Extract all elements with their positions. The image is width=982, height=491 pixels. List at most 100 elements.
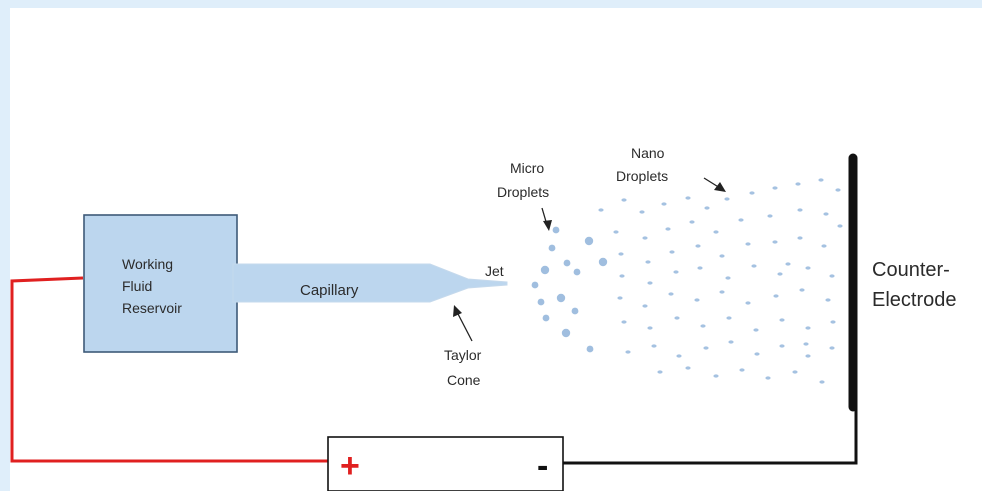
micro-droplet xyxy=(542,314,550,322)
nano-droplet xyxy=(661,202,667,206)
nano-droplet xyxy=(700,324,706,328)
reservoir-label-line1: Working xyxy=(122,256,173,272)
nano-droplet xyxy=(754,352,760,356)
taylor-cone-line1: Taylor xyxy=(444,347,482,363)
nano-droplet xyxy=(779,318,785,322)
nano-droplet xyxy=(795,182,801,186)
nano-droplet xyxy=(685,196,691,200)
nano-droplets-arrowhead xyxy=(714,182,726,192)
nano-droplet xyxy=(738,218,744,222)
nano-droplet xyxy=(647,326,653,330)
nano-droplet xyxy=(821,244,827,248)
nano-droplet xyxy=(669,250,675,254)
nano-droplet xyxy=(668,292,674,296)
micro-droplet xyxy=(531,281,539,289)
nano-droplet xyxy=(642,236,648,240)
nano-droplet xyxy=(694,298,700,302)
nano-droplets-label: Nano Droplets xyxy=(616,145,668,184)
nano-droplet xyxy=(818,178,824,182)
nano-droplet xyxy=(767,214,773,218)
nano-droplet xyxy=(749,191,755,195)
micro-droplet xyxy=(561,328,571,338)
nano-droplet xyxy=(713,230,719,234)
micro-droplet xyxy=(584,236,594,246)
jet-label: Jet xyxy=(485,263,504,279)
nano-droplet xyxy=(785,262,791,266)
counter-electrode-line1: Counter- xyxy=(872,259,950,281)
nano-droplet xyxy=(799,288,805,292)
nano-droplet xyxy=(665,227,671,231)
micro-droplet xyxy=(598,257,608,267)
nano-droplet xyxy=(728,340,734,344)
nano-droplet xyxy=(617,296,623,300)
nano-droplet xyxy=(805,266,811,270)
micro-droplet xyxy=(552,226,560,234)
micro-droplet xyxy=(556,293,566,303)
nano-droplet xyxy=(773,294,779,298)
nano-droplet xyxy=(703,346,709,350)
nano-droplet xyxy=(726,316,732,320)
reservoir-label-line3: Reservoir xyxy=(122,300,182,316)
nano-droplet xyxy=(625,350,631,354)
nano-droplet xyxy=(725,276,731,280)
taylor-cone-arrowhead xyxy=(453,305,462,317)
nano-droplet xyxy=(805,354,811,358)
nano-droplet xyxy=(697,266,703,270)
micro-droplets-label: Micro Droplets xyxy=(497,160,549,200)
nano-droplet xyxy=(642,304,648,308)
nano-droplet xyxy=(797,208,803,212)
micro-droplets-line1: Micro xyxy=(510,160,544,176)
nano-droplet xyxy=(772,186,778,190)
nano-droplet xyxy=(676,354,682,358)
negative-terminal: - xyxy=(537,447,548,485)
positive-terminal: + xyxy=(340,447,360,485)
nano-droplet xyxy=(803,342,809,346)
nano-droplet xyxy=(829,346,835,350)
nano-droplet xyxy=(704,206,710,210)
nano-droplet xyxy=(745,301,751,305)
nano-droplet xyxy=(772,240,778,244)
micro-droplet xyxy=(586,345,594,353)
nano-droplet xyxy=(689,220,695,224)
nano-droplet xyxy=(751,264,757,268)
nano-droplet xyxy=(713,374,719,378)
nano-droplet xyxy=(779,344,785,348)
positive-wire xyxy=(10,276,328,463)
counter-electrode-label: Counter- Electrode xyxy=(872,259,957,311)
reservoir-label: Working Fluid Reservoir xyxy=(122,256,182,316)
nano-droplet xyxy=(657,370,663,374)
micro-droplet xyxy=(537,298,545,306)
taylor-cone-line2: Cone xyxy=(447,372,481,388)
micro-droplets-arrowhead xyxy=(543,220,552,231)
nano-droplet xyxy=(797,236,803,240)
micro-droplet xyxy=(573,268,581,276)
nano-droplets-line2: Droplets xyxy=(616,168,668,184)
droplet-cloud xyxy=(531,178,843,384)
nano-droplet xyxy=(719,290,725,294)
power-supply xyxy=(327,436,564,491)
nano-droplet xyxy=(674,316,680,320)
nano-droplet xyxy=(639,210,645,214)
capillary xyxy=(232,263,508,303)
nano-droplet xyxy=(645,260,651,264)
taylor-cone-arrow xyxy=(456,311,473,342)
nano-droplet xyxy=(753,328,759,332)
nano-droplets-line1: Nano xyxy=(631,145,665,161)
nano-droplet xyxy=(724,197,730,201)
nano-droplet xyxy=(805,326,811,330)
negative-wire xyxy=(563,405,858,465)
nano-droplet xyxy=(837,224,843,228)
micro-droplet xyxy=(563,259,571,267)
nano-droplet xyxy=(745,242,751,246)
nano-droplet xyxy=(719,254,725,258)
micro-droplet xyxy=(548,244,556,252)
nano-droplet xyxy=(685,366,691,370)
nano-droplet xyxy=(621,198,627,202)
micro-droplets-line2: Droplets xyxy=(497,184,549,200)
nano-droplet xyxy=(647,281,653,285)
reservoir-label-line2: Fluid xyxy=(122,278,152,294)
nano-droplet xyxy=(792,370,798,374)
nano-droplet xyxy=(829,274,835,278)
nano-droplet xyxy=(819,380,825,384)
